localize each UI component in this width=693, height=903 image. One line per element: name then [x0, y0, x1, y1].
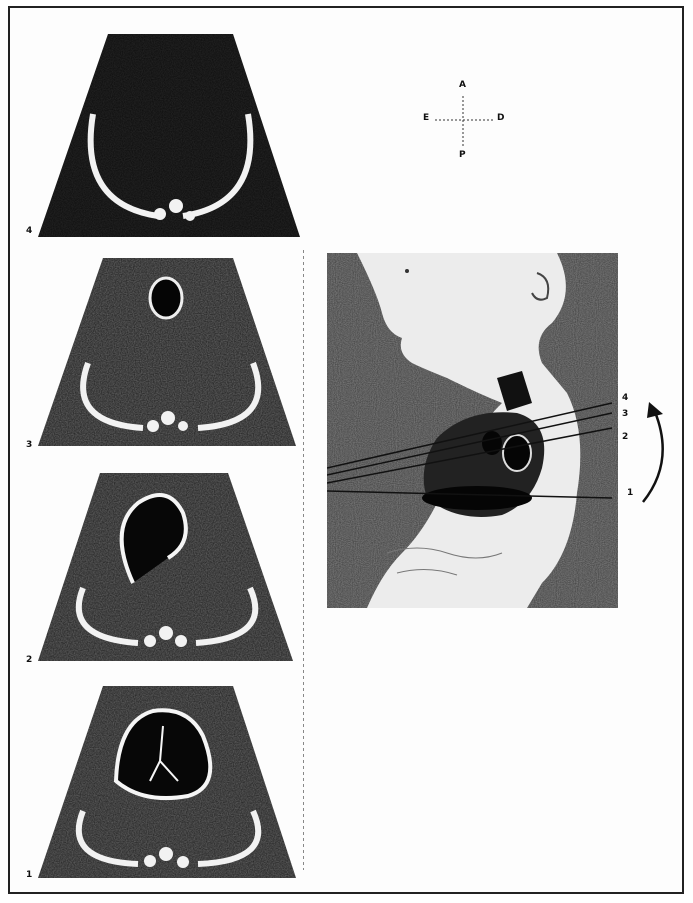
plane-label-3: 3 — [622, 409, 628, 419]
compass-right-label: D — [497, 113, 504, 123]
ultrasound-panel-3 — [38, 258, 303, 448]
plane-label-2: 2 — [622, 432, 628, 442]
compass-top-label: A — [459, 80, 466, 90]
plane-label-1: 1 — [627, 488, 633, 498]
orientation-compass: A E D P — [415, 78, 515, 168]
infant-side-view — [327, 253, 618, 608]
ultrasound-panel-2 — [38, 473, 296, 663]
compass-bottom-label: P — [459, 150, 466, 160]
rotation-arrow-icon — [635, 392, 675, 516]
panel-label-3: 3 — [26, 440, 32, 450]
ultrasound-panel-1 — [38, 686, 298, 881]
panel-label-2: 2 — [26, 655, 32, 665]
ultrasound-panel-4 — [38, 34, 303, 239]
divider-line — [303, 250, 304, 870]
plane-label-4: 4 — [622, 393, 628, 403]
panel-label-4: 4 — [26, 226, 32, 236]
panel-label-1: 1 — [26, 870, 32, 880]
compass-left-label: E — [423, 113, 429, 123]
